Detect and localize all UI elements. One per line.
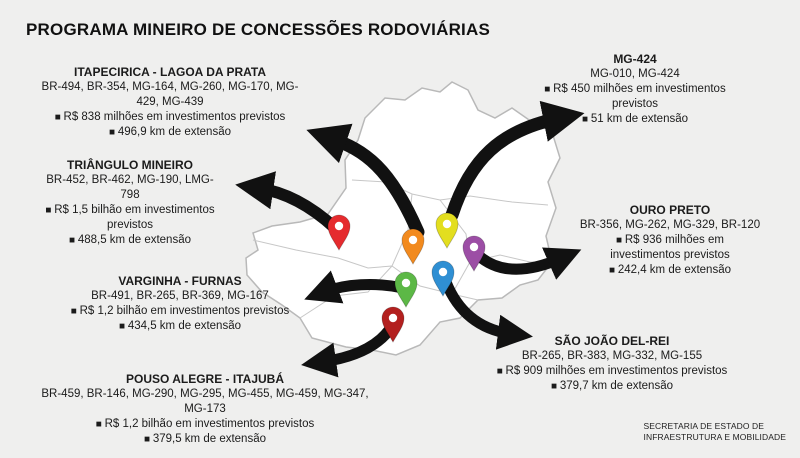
region-varginha: VARGINHA - FURNAS BR-491, BR-265, BR-369… <box>60 274 300 334</box>
region-extension: 51 km de extensão <box>520 112 750 127</box>
arrow-sao-joao <box>440 276 533 350</box>
region-name: ITAPECIRICA - LAGOA DA PRATA <box>74 65 266 79</box>
region-name: SÃO JOÃO DEL-REI <box>554 334 670 348</box>
region-investment: R$ 450 milhões em investimentos previsto… <box>520 82 750 112</box>
page-title: PROGRAMA MINEIRO DE CONCESSÕES RODOVIÁRI… <box>26 20 490 39</box>
region-mg424: MG-424 MG-010, MG-424 R$ 450 milhões em … <box>520 52 750 127</box>
region-investment: R$ 1,5 bilhão em investimentos <box>45 203 215 218</box>
region-extension: 379,5 km de extensão <box>40 432 370 447</box>
arrow-itapecirica <box>306 123 425 239</box>
region-investment-cont: previstos <box>106 219 154 231</box>
region-investment: R$ 909 milhões em investimentos previsto… <box>482 364 742 379</box>
region-name: MG-424 <box>613 52 657 66</box>
region-name: OURO PRETO <box>629 203 711 217</box>
map-pin-mg424 <box>435 212 459 249</box>
arrow-ouro-preto <box>472 247 582 280</box>
region-investment: R$ 1,2 bilhão em investimentos previstos <box>40 417 370 432</box>
region-triangulo: TRIÂNGULO MINEIRO BR-452, BR-462, MG-190… <box>45 158 215 248</box>
map-pin-sao-joao <box>431 260 455 297</box>
arrow-varginha <box>304 270 409 304</box>
region-name: VARGINHA - FURNAS <box>118 274 242 288</box>
map-pin-triangulo <box>327 214 351 251</box>
region-roads: BR-356, MG-262, MG-329, BR-120 <box>579 219 761 231</box>
region-extension: 242,4 km de extensão <box>570 263 770 278</box>
region-investment-cont: investimentos previstos <box>610 249 730 261</box>
region-ouro-preto: OURO PRETO BR-356, MG-262, MG-329, BR-12… <box>570 203 770 278</box>
arrows <box>235 100 585 378</box>
region-extension: 496,9 km de extensão <box>40 125 300 140</box>
region-roads: BR-459, BR-146, MG-290, MG-295, MG-455, … <box>41 388 369 415</box>
region-extension: 434,5 km de extensão <box>60 319 300 334</box>
region-roads: BR-491, BR-265, BR-369, MG-167 <box>91 290 269 302</box>
region-investment: R$ 838 milhões em investimentos previsto… <box>40 110 300 125</box>
map-pin-varginha <box>394 271 418 308</box>
map-pin-ouro-preto <box>462 235 486 272</box>
region-extension: 488,5 km de extensão <box>45 233 215 248</box>
credit-line-1: SECRETARIA DE ESTADO DE <box>643 421 765 431</box>
region-roads: BR-452, BR-462, MG-190, LMG-798 <box>46 174 214 201</box>
credit-footer: SECRETARIA DE ESTADO DE INFRAESTRUTURA E… <box>644 421 787 443</box>
credit-line-2: INFRAESTRUTURA E MOBILIDADE <box>643 432 786 442</box>
map-pin-pouso-alegre <box>381 306 405 343</box>
region-itapecirica: ITAPECIRICA - LAGOA DA PRATA BR-494, BR-… <box>40 65 300 140</box>
region-extension: 379,7 km de extensão <box>482 379 742 394</box>
region-sao-joao: SÃO JOÃO DEL-REI BR-265, BR-383, MG-332,… <box>482 334 742 394</box>
map-pin-itapecirica <box>401 228 425 265</box>
region-pouso-alegre: POUSO ALEGRE - ITAJUBÁ BR-459, BR-146, M… <box>40 372 370 447</box>
region-roads: MG-010, MG-424 <box>590 68 680 80</box>
region-investment: R$ 936 milhões em <box>570 233 770 248</box>
region-roads: BR-494, BR-354, MG-164, MG-260, MG-170, … <box>41 81 299 108</box>
region-name: TRIÂNGULO MINEIRO <box>67 158 193 172</box>
region-name: POUSO ALEGRE - ITAJUBÁ <box>125 372 284 386</box>
region-roads: BR-265, BR-383, MG-332, MG-155 <box>521 350 703 362</box>
region-investment: R$ 1,2 bilhão em investimentos previstos <box>60 304 300 319</box>
arrow-triangulo <box>235 171 341 234</box>
